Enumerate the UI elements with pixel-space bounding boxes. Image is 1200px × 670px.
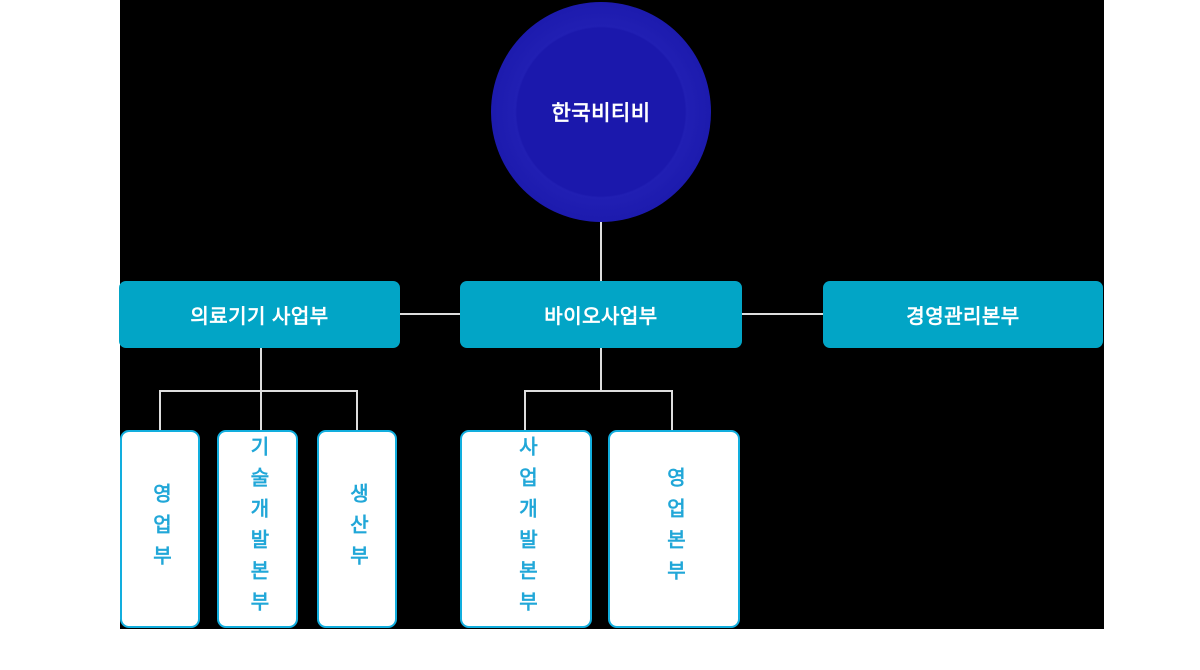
dept-box-sales-headquarters: 영업본부 bbox=[608, 430, 740, 628]
connector-stub-bizdev bbox=[524, 390, 526, 430]
connector-bio-to-management bbox=[742, 313, 823, 315]
division-label: 바이오사업부 bbox=[544, 306, 658, 328]
dept-label: 영업본부 bbox=[663, 467, 685, 591]
connector-bio-branch bbox=[524, 390, 673, 392]
root-node-circle: 한국비티비 bbox=[491, 2, 711, 222]
connector-medical-to-bio bbox=[400, 313, 460, 315]
dept-label: 기술개발본부 bbox=[246, 436, 269, 622]
dept-label: 영업부 bbox=[149, 482, 171, 576]
dept-label: 사업개발본부 bbox=[515, 436, 537, 622]
division-box-medical-device: 의료기기 사업부 bbox=[119, 281, 400, 348]
connector-stub-sales-hq bbox=[671, 390, 673, 430]
division-label: 의료기기 사업부 bbox=[190, 306, 329, 328]
connector-stub-sales bbox=[159, 390, 161, 430]
connector-bio-down bbox=[600, 348, 602, 391]
connector-medical-down bbox=[260, 348, 262, 391]
dept-box-sales: 영업부 bbox=[120, 430, 200, 628]
division-box-management: 경영관리본부 bbox=[823, 281, 1103, 348]
connector-stub-techdev bbox=[260, 390, 262, 430]
dept-label: 생산부 bbox=[346, 482, 368, 576]
dept-box-tech-development: 기술개발본부 bbox=[217, 430, 298, 628]
connector-root-to-bio bbox=[600, 220, 602, 281]
connector-stub-production bbox=[356, 390, 358, 430]
root-node-label: 한국비티비 bbox=[551, 102, 651, 125]
division-box-bio: 바이오사업부 bbox=[460, 281, 742, 348]
dept-box-business-development: 사업개발본부 bbox=[460, 430, 592, 628]
dept-box-production: 생산부 bbox=[317, 430, 397, 628]
division-label: 경영관리본부 bbox=[906, 306, 1020, 328]
connector-medical-branch bbox=[159, 390, 358, 392]
